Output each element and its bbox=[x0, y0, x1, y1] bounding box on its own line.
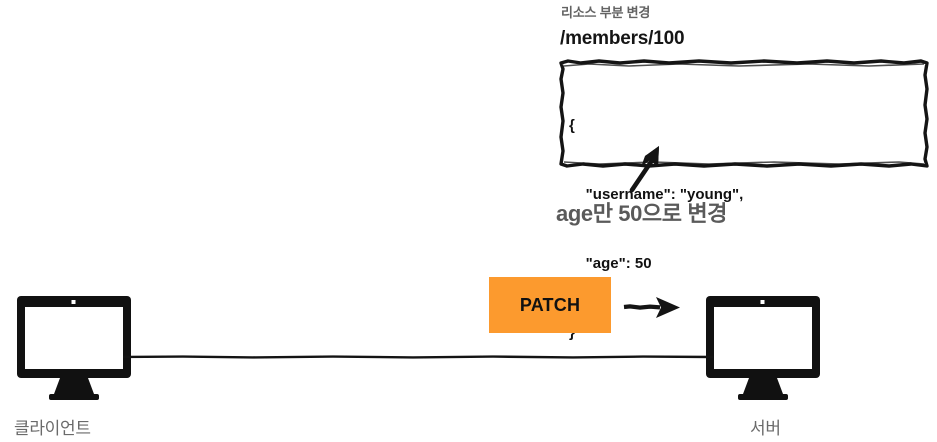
client-label: 클라이언트 bbox=[14, 419, 91, 438]
connection-line-svg bbox=[122, 355, 714, 359]
json-line: "username": "young", bbox=[569, 186, 744, 203]
json-box-border bbox=[559, 59, 929, 168]
json-line: "age": 50 bbox=[569, 255, 652, 272]
resource-path: /members/100 bbox=[560, 28, 685, 49]
patch-method-label: PATCH bbox=[519, 294, 581, 315]
annotation-text: age만 50으로 변경 bbox=[556, 201, 728, 226]
annotation-arrow-icon bbox=[615, 140, 675, 200]
json-line: { bbox=[569, 117, 575, 134]
patch-arrow-svg bbox=[623, 297, 680, 318]
arrow-right-icon bbox=[622, 294, 684, 322]
annotation-arrow-svg bbox=[629, 146, 659, 193]
server-label: 서버 bbox=[750, 419, 781, 438]
connection-line bbox=[122, 346, 714, 359]
server-monitor-svg bbox=[706, 296, 820, 400]
section-title: 리소스 부분 변경 bbox=[561, 5, 651, 20]
monitor-icon bbox=[16, 295, 132, 400]
patch-method-badge[interactable]: PATCH bbox=[489, 277, 611, 333]
client-monitor-svg bbox=[17, 296, 131, 400]
monitor-icon bbox=[705, 295, 821, 400]
